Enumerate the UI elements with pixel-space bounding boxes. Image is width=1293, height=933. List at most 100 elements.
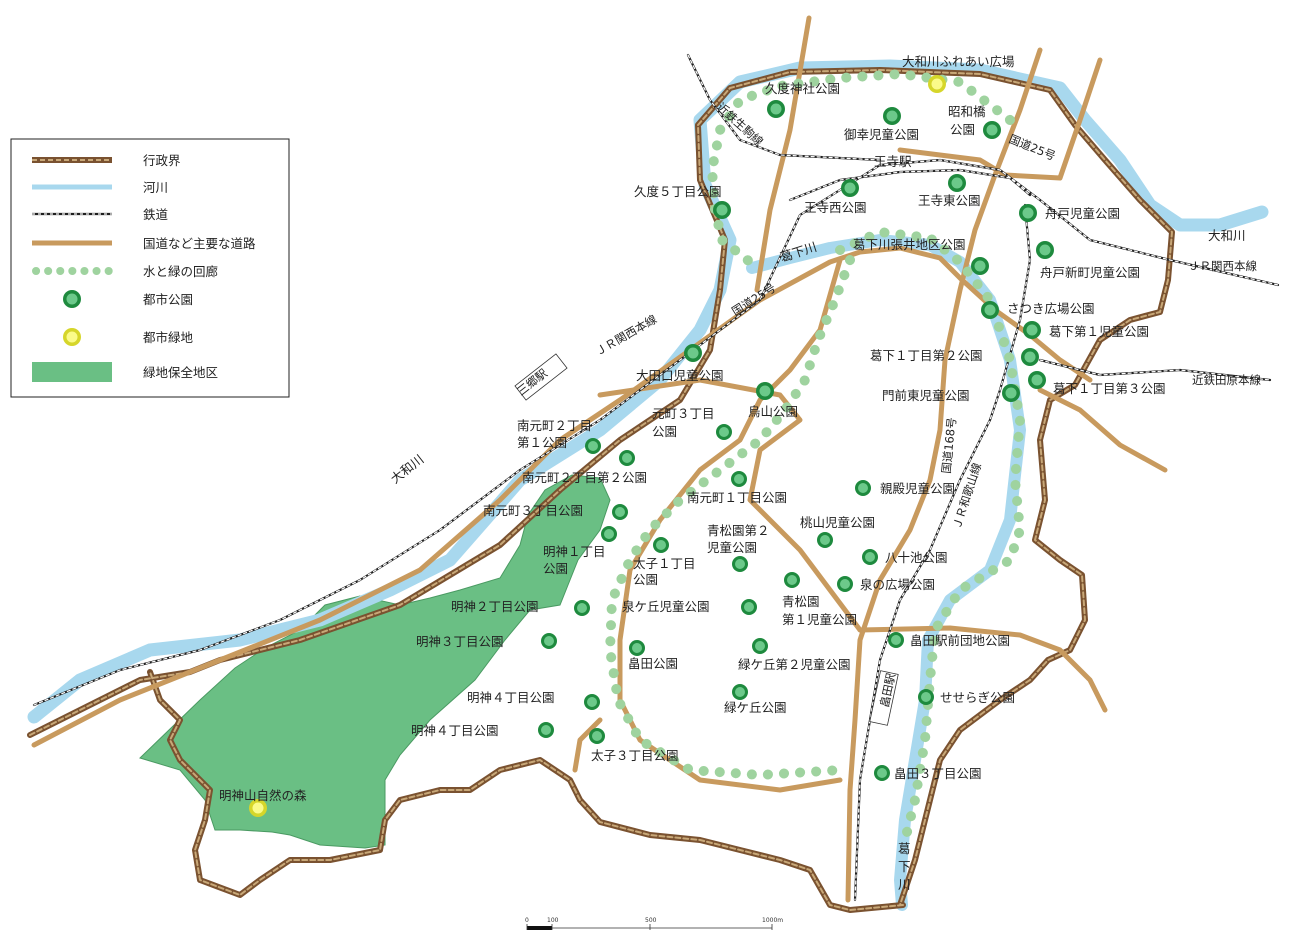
legend-label-corridor: 水と緑の回廊	[143, 264, 218, 279]
legend-label-green-space: 都市緑地	[143, 330, 194, 345]
road-label: 国道168号	[939, 417, 959, 475]
park-labels: 久度神社公園 御幸児童公園 昭和橋 公園 久度５丁目公園 王寺西公園 王寺東公園…	[411, 81, 1166, 781]
legend-frame	[10, 138, 290, 398]
park-label: 児童公園	[707, 540, 757, 555]
road-mid-cross	[597, 377, 863, 633]
park-marker	[541, 633, 557, 649]
park-marker	[741, 599, 757, 615]
green-space-labels: 大和川ふれあい広場 明神山自然の森	[219, 54, 1015, 803]
park-label: 明神４丁目公園	[411, 723, 499, 738]
railway-label: 近鉄田原本線	[1192, 373, 1261, 387]
park-label: 明神４丁目公園	[467, 690, 555, 705]
park-marker	[888, 632, 904, 648]
park-label: 明神３丁目公園	[416, 634, 504, 649]
park-label: 緑ケ丘公園	[724, 700, 787, 715]
road-route-25-east	[857, 245, 1093, 383]
park-label: 葛下１丁目第２公園	[870, 348, 983, 363]
park-label: 青松園	[782, 594, 820, 609]
park-marker	[883, 107, 901, 125]
park-label: 泉の広場公園	[860, 577, 935, 592]
park-marker	[1002, 384, 1020, 402]
green-space-label: 大和川ふれあい広場	[902, 54, 1015, 69]
legend-label-conservation: 緑地保全地区	[143, 365, 218, 380]
road-taishi	[572, 717, 603, 773]
park-marker	[629, 640, 645, 656]
park-marker	[752, 638, 768, 654]
legend-label-railway: 鉄道	[143, 207, 169, 222]
park-label: 桃山児童公園	[800, 515, 875, 530]
station-box-misato	[514, 353, 568, 401]
park-label: 公園	[633, 572, 658, 587]
park-label: 元町３丁目	[652, 406, 715, 421]
park-label: 昭和橋	[948, 104, 986, 119]
park-marker	[612, 504, 628, 520]
park-label: 御幸児童公園	[844, 127, 919, 142]
park-label: 泉ケ丘児童公園	[622, 599, 710, 614]
park-label: 親殿児童公園	[880, 481, 955, 496]
green-space-markers	[249, 75, 946, 817]
park-marker	[983, 121, 1001, 139]
park-label: 太子１丁目	[633, 556, 696, 571]
park-marker	[756, 382, 774, 400]
legend-label-boundary: 行政界	[143, 153, 181, 168]
railway-label: ＪＲ関西本線	[593, 312, 660, 359]
park-label: 久度５丁目公園	[634, 184, 722, 199]
park-marker	[855, 480, 871, 496]
park-marker	[1019, 204, 1037, 222]
river-label: 大和川	[1208, 228, 1246, 243]
scale-tick-label: 100	[547, 917, 559, 924]
park-label: 第１公園	[517, 435, 567, 450]
park-label: 緑ケ丘第２児童公園	[738, 657, 851, 672]
park-marker	[1021, 348, 1039, 366]
park-label: 烏山公園	[748, 404, 798, 419]
park-marker	[585, 438, 601, 454]
park-marker	[817, 532, 833, 548]
admin-boundary	[27, 67, 1175, 913]
park-marker	[1036, 241, 1054, 259]
park-label: 公園	[543, 561, 568, 576]
road-route-25-west	[31, 249, 863, 748]
river-katsuge	[746, 234, 1026, 911]
park-marker	[731, 471, 747, 487]
green-space-label: 明神山自然の森	[219, 788, 307, 803]
railways	[32, 53, 1280, 902]
park-label: 葛下川張井地区公園	[853, 237, 966, 252]
park-marker	[619, 450, 635, 466]
park-label: 葛下１丁目第３公園	[1053, 381, 1166, 396]
park-marker	[601, 526, 617, 542]
park-marker	[1023, 321, 1041, 339]
park-label: 太子３丁目公園	[591, 748, 679, 763]
park-marker	[684, 344, 702, 362]
park-marker	[971, 257, 989, 275]
park-label: 八十池公園	[885, 550, 948, 565]
legend-label-park: 都市公園	[143, 292, 193, 307]
park-label: 南元町１丁目公園	[687, 490, 787, 505]
park-marker	[874, 765, 890, 781]
park-label: 舟戸新町児童公園	[1040, 265, 1140, 280]
legend-conservation-symbol	[32, 362, 112, 382]
park-marker	[784, 572, 800, 588]
park-label: 明神２丁目公園	[451, 599, 539, 614]
park-marker	[716, 424, 732, 440]
park-label: 王寺西公園	[804, 200, 867, 215]
park-marker	[981, 301, 999, 319]
road-route-168	[845, 47, 1043, 903]
park-label: 王寺東公園	[918, 193, 981, 208]
park-label: 第１児童公園	[782, 612, 857, 627]
river-label: 大和川	[388, 451, 427, 486]
park-label: 公園	[652, 424, 677, 439]
river-label: 川	[898, 877, 911, 892]
park-label: 青松園第２	[707, 523, 770, 538]
station-labels: 王寺駅 三郷駅 畠田駅	[514, 154, 912, 726]
green-space-marker	[249, 799, 267, 817]
road-label: 国道25号	[1007, 132, 1058, 163]
park-label: 南元町３丁目公園	[483, 503, 583, 518]
station-label: 王寺駅	[874, 154, 912, 169]
legend-green-space-symbol	[63, 328, 81, 346]
scale-bar: 0 100 500 1000m	[525, 917, 783, 930]
road-label: 国道25号	[729, 281, 778, 319]
park-marker	[732, 556, 748, 572]
legend: 行政界 河川 鉄道 国道など主要な道路 水と緑の回廊 都市公園 都市緑地 緑地保…	[10, 138, 290, 398]
park-marker	[589, 728, 605, 744]
